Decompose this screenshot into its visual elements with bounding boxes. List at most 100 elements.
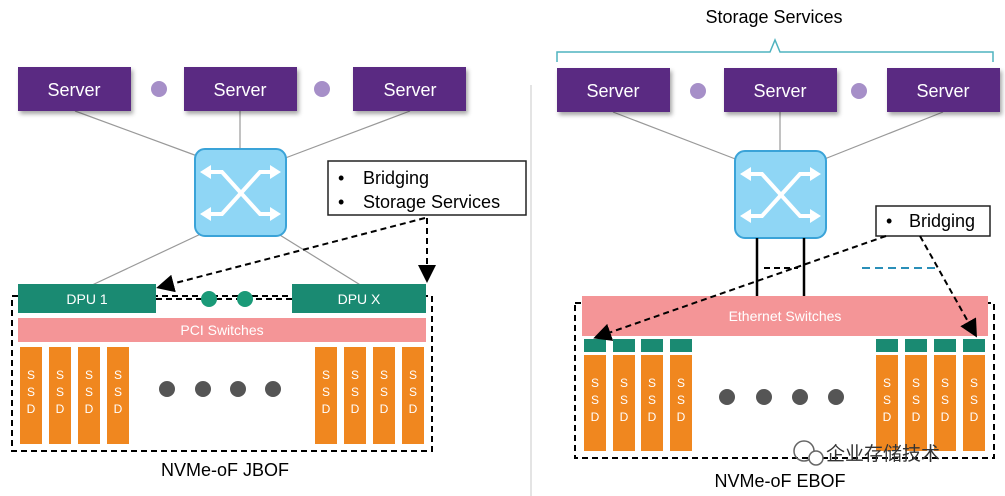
- ebof-ssd-2-letter: S: [620, 393, 628, 407]
- jbof-ssd-5-letter: S: [322, 385, 330, 399]
- dpu-dot-2: [237, 291, 253, 307]
- jbof-dot-2: [314, 81, 330, 97]
- ebof-ssd-7-letter: S: [941, 376, 949, 390]
- ebof-ssd-4: [670, 355, 692, 451]
- ebof-ssd-4-letter: D: [677, 410, 686, 424]
- pci-switches-bar: [18, 318, 426, 342]
- ebof-ssd-3: [641, 355, 663, 451]
- ebof-ssd-5: [876, 355, 898, 451]
- jbof-ssd-3-letter: D: [85, 402, 94, 416]
- ebof-server-2: [724, 68, 837, 112]
- jbof-ssd-1: [20, 347, 42, 444]
- ebof-ssd-3-letter: S: [648, 393, 656, 407]
- jbof-dot-1: [151, 81, 167, 97]
- ebof-server-2-label: Server: [753, 81, 806, 101]
- ebof-ssd-8-letter: S: [970, 376, 978, 390]
- jbof-server-1-label: Server: [47, 80, 100, 100]
- jbof-ssd-8-letter: D: [409, 402, 418, 416]
- ebof-ssd-1-letter: S: [591, 376, 599, 390]
- watermark-text: 企业存储技术: [826, 443, 940, 465]
- jbof-ssd-2-letter: D: [56, 402, 65, 416]
- ebof-caption: NVMe-oF EBOF: [714, 471, 845, 491]
- ebof-ssd-5-letter: S: [883, 393, 891, 407]
- jbof-ssd-1-letter: S: [27, 368, 35, 382]
- jbof-ssd-8-letter: S: [409, 368, 417, 382]
- ebof-arrow-to-left-ssd: [593, 235, 887, 341]
- ebof-ssd-7-letter: D: [941, 410, 950, 424]
- ethernet-switches-bar: [582, 296, 988, 336]
- jbof-server-2: [184, 67, 297, 111]
- jbof-gray-dot-3: [230, 381, 246, 397]
- jbof-arrow-to-dpu1: [156, 217, 426, 293]
- ebof-ssd-6: [905, 355, 927, 451]
- ebof-gray-dot-4: [828, 389, 844, 405]
- ebof-ssd-5-letter: S: [883, 376, 891, 390]
- ebof-ssd-tab-4: [670, 339, 692, 352]
- jbof-ssd-4-letter: S: [114, 368, 122, 382]
- dpu-x-label: DPU X: [338, 291, 381, 307]
- jbof-ssd-6: [344, 347, 366, 444]
- ebof-ssd-5-letter: D: [883, 410, 892, 424]
- ebof-gray-dot-3: [792, 389, 808, 405]
- jbof-ssd-4-letter: D: [114, 402, 123, 416]
- ebof-ssd-6-letter: S: [912, 393, 920, 407]
- ebof-server-3: [887, 68, 1000, 112]
- ebof-ssd-2-letter: S: [620, 376, 628, 390]
- jbof-ssd-1-letter: S: [27, 385, 35, 399]
- jbof-ssd-8-letter: S: [409, 385, 417, 399]
- jbof-ssd-4: [107, 347, 129, 444]
- ebof-ssd-tab-6: [905, 339, 927, 352]
- ebof-server-3-label: Server: [916, 81, 969, 101]
- pci-switches-label: PCI Switches: [180, 322, 263, 338]
- ebof-arrow-to-right-ssd: [919, 235, 977, 338]
- ebof-ssd-1-letter: D: [591, 410, 600, 424]
- ebof-ssd-2: [613, 355, 635, 451]
- ebof-ssd-3-letter: D: [648, 410, 657, 424]
- dpu-1-label: DPU 1: [66, 291, 107, 307]
- ebof-ssd-4-letter: S: [677, 376, 685, 390]
- ebof-network-switch-icon: [734, 150, 827, 239]
- jbof-gray-dot-2: [195, 381, 211, 397]
- ebof-ssd-tab-2: [613, 339, 635, 352]
- jbof-ssd-5: [315, 347, 337, 444]
- dpu-1: [18, 284, 156, 313]
- jbof-ssd-3-letter: S: [85, 385, 93, 399]
- ebof-dot-1: [690, 83, 706, 99]
- dpu-x: [292, 284, 426, 313]
- jbof-server-3-label: Server: [383, 80, 436, 100]
- ebof-gray-dot-2: [756, 389, 772, 405]
- ebof-ssd-tab-5: [876, 339, 898, 352]
- ebof-ssd-8-letter: S: [970, 393, 978, 407]
- ebof-server-1-label: Server: [586, 81, 639, 101]
- ebof-callout-bullet: •: [886, 211, 892, 231]
- jbof-enclosure: [11, 295, 433, 452]
- jbof-ssd-5-letter: D: [322, 402, 331, 416]
- jbof-panel: Server Server Server •: [11, 67, 527, 480]
- wechat-watermark-icon: [793, 440, 824, 466]
- jbof-callout-bullet-2: •: [338, 192, 344, 212]
- ebof-ssd-2-letter: D: [620, 410, 629, 424]
- ebof-gray-dot-1: [719, 389, 735, 405]
- ebof-ssd-8: [963, 355, 985, 451]
- jbof-server-3: [353, 67, 466, 111]
- jbof-ssd-5-letter: S: [322, 368, 330, 382]
- ebof-panel: Storage Services Server Server Server: [556, 7, 1000, 491]
- ebof-ssd-tab-1: [584, 339, 606, 352]
- jbof-ssd-7-letter: D: [380, 402, 389, 416]
- jbof-callout-storage-services: Storage Services: [363, 192, 500, 212]
- jbof-callout-box: [327, 160, 527, 216]
- jbof-ssd-3: [78, 347, 100, 444]
- jbof-gray-dot-4: [265, 381, 281, 397]
- jbof-server-1: [18, 67, 131, 111]
- jbof-ssd-8: [402, 347, 424, 444]
- jbof-ssd-2-letter: S: [56, 368, 64, 382]
- ebof-ssd-8-letter: D: [970, 410, 979, 424]
- ebof-server-1: [557, 68, 670, 112]
- ebof-ssd-tab-3: [641, 339, 663, 352]
- jbof-ssd-2: [49, 347, 71, 444]
- ebof-ssd-4-letter: S: [677, 393, 685, 407]
- ebof-storage-services-label: Storage Services: [705, 7, 842, 27]
